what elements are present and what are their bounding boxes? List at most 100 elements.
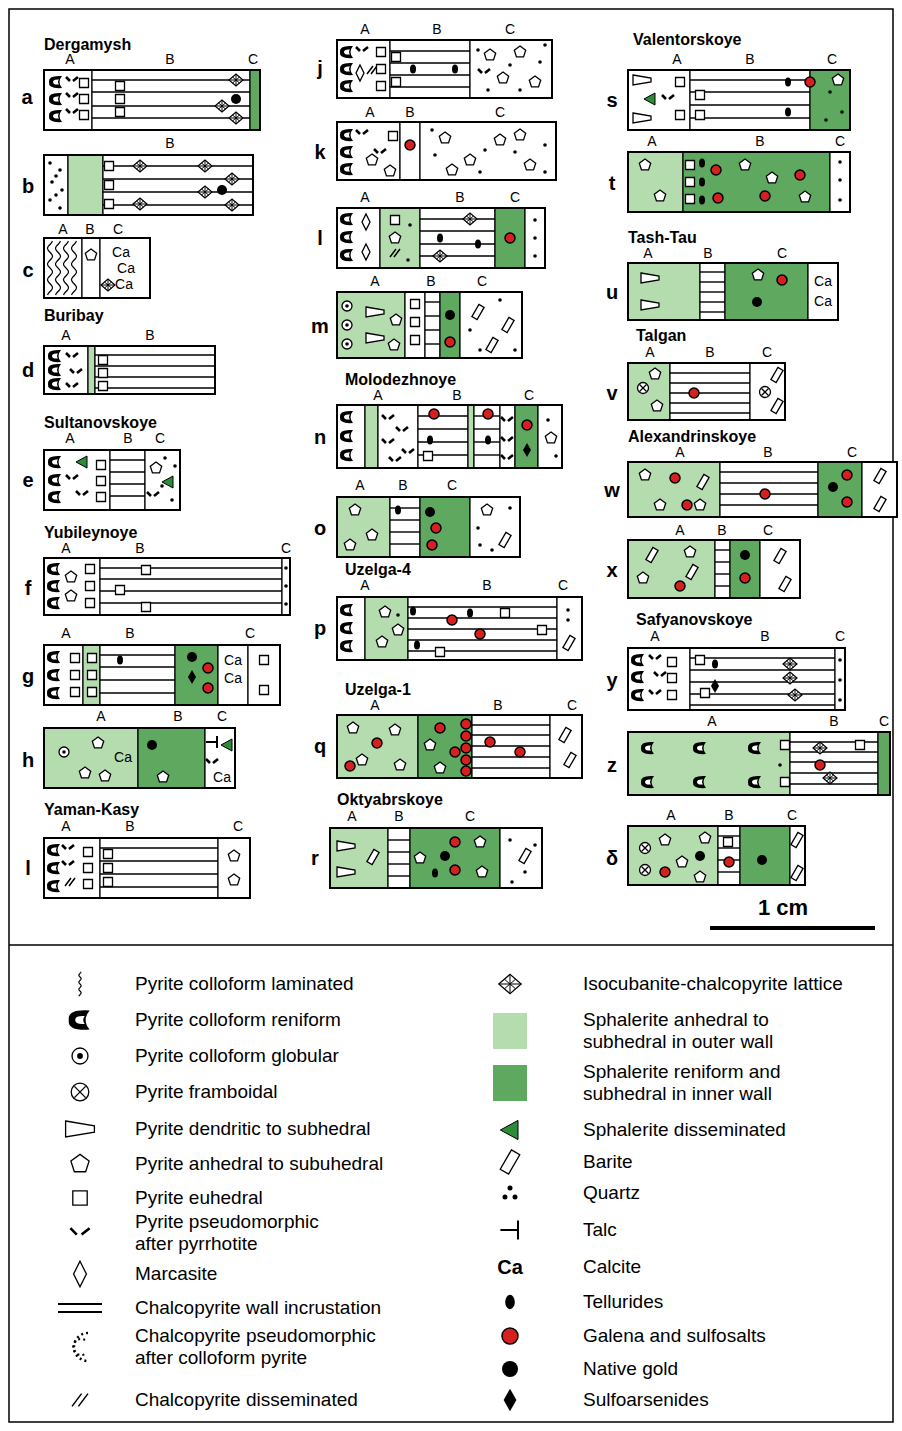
bar-mark-part xyxy=(791,832,803,847)
deposit-name: Uzelga-4 xyxy=(345,562,411,578)
gal-mark xyxy=(682,500,692,510)
qtz-mark-part xyxy=(533,843,537,847)
legend-text: Chalcopyrite wall incrustation xyxy=(135,1297,381,1319)
lat-mark xyxy=(198,186,212,198)
mineral-zone xyxy=(835,648,845,710)
mineral-zone xyxy=(282,558,290,615)
mineral-zone xyxy=(628,648,690,710)
euh-mark xyxy=(389,132,398,141)
chalcopyrite-layer xyxy=(472,767,550,768)
gal-mark-part xyxy=(485,737,495,747)
gal-mark xyxy=(713,193,723,203)
gold-mark-part xyxy=(217,185,227,195)
zone-letter: C xyxy=(787,808,797,822)
ren-mark xyxy=(340,640,353,652)
panel-letter: l xyxy=(25,858,31,878)
bar-mark-part xyxy=(791,865,803,880)
gal-mark xyxy=(461,766,471,776)
anh-mark xyxy=(651,400,662,411)
gal-mark-part xyxy=(461,719,471,729)
ren-mark xyxy=(47,651,60,663)
ren-mark xyxy=(48,350,61,362)
legend-text: Sphalerite disseminated xyxy=(583,1119,786,1141)
anh-mark xyxy=(379,606,390,617)
gal-mark-part xyxy=(445,337,455,347)
lat-mark-part xyxy=(198,186,212,198)
chalcopyrite-layer xyxy=(472,745,550,746)
chalcopyrite-layer xyxy=(690,669,835,670)
euh-mark xyxy=(116,586,125,595)
anh-mark-part xyxy=(654,190,665,201)
ren-mark-part xyxy=(53,113,59,118)
qtz-mark-part xyxy=(406,258,410,262)
lat-mark xyxy=(783,658,797,670)
anh-mark xyxy=(474,836,485,847)
qtz-mark-part xyxy=(58,206,62,210)
ren-mark-part xyxy=(645,745,651,750)
tel-mark xyxy=(410,607,416,616)
chimney-section xyxy=(337,208,545,268)
qtz-mark xyxy=(430,128,434,132)
sphd-mark-part xyxy=(76,456,87,468)
gal-mark-part xyxy=(842,470,852,480)
ren-mark-part xyxy=(344,166,350,171)
chalcopyrite-layer xyxy=(420,218,495,219)
euh-mark-part xyxy=(73,1191,87,1205)
qtz-mark-part xyxy=(518,88,522,92)
panel-letter: m xyxy=(311,316,329,336)
pso-mark-part xyxy=(649,690,661,694)
qtz-mark-part xyxy=(538,60,542,64)
legend-text: Isocubanite-chalcopyrite lattice xyxy=(583,973,843,995)
anh-mark-part xyxy=(392,624,403,635)
chalcopyrite-layer xyxy=(110,459,145,460)
ren-mark-part xyxy=(52,353,58,358)
qtz-mark-part xyxy=(510,880,514,884)
qtz-mark xyxy=(478,543,482,547)
chalcopyrite-layer xyxy=(100,567,282,568)
gal-mark-part xyxy=(777,275,787,285)
anh-mark-part xyxy=(752,269,763,280)
section-outline xyxy=(628,263,838,320)
pso-mark-part xyxy=(70,369,82,373)
chalcopyrite-layer xyxy=(715,573,730,574)
euh-mark xyxy=(88,654,97,663)
gal-mark xyxy=(842,470,852,480)
qtz3-mark-part xyxy=(513,1195,518,1200)
fra-mark-part xyxy=(642,845,649,852)
legend-text: Quartz xyxy=(583,1182,640,1204)
tel-mark xyxy=(414,641,420,650)
qtz3-mark-part xyxy=(508,1186,513,1191)
ren-mark-part xyxy=(47,651,60,663)
mineral-zone xyxy=(337,122,400,180)
chimney-section xyxy=(628,540,800,598)
cpp-mark xyxy=(73,1333,88,1361)
mineral-zone xyxy=(44,645,83,705)
anh-mark xyxy=(79,767,90,778)
qtz-mark-part xyxy=(483,148,487,152)
ren-mark-part xyxy=(49,93,62,105)
gold-mark xyxy=(695,851,705,861)
ren-mark-part xyxy=(340,46,353,58)
bar-mark xyxy=(791,832,803,847)
ren-mark xyxy=(631,671,644,683)
ren-mark-part xyxy=(344,216,350,221)
pso-mark xyxy=(356,47,368,51)
euh-mark xyxy=(377,48,386,57)
mineral-zone xyxy=(44,450,110,510)
anh-mark-part xyxy=(65,590,76,601)
gold-mark-part xyxy=(828,482,838,492)
ren-mark-part xyxy=(748,742,761,754)
section-outline xyxy=(628,540,800,598)
zone-letter: A xyxy=(675,445,684,459)
mineral-zone xyxy=(750,363,785,420)
anh-mark-part xyxy=(694,499,705,510)
anh-mark xyxy=(390,314,401,325)
chalcopyrite-layer xyxy=(425,343,440,344)
qtz-mark-part xyxy=(533,254,537,258)
euh-mark xyxy=(116,108,125,117)
lat-mark-part xyxy=(198,160,212,172)
gal-mark-part xyxy=(675,581,685,591)
ren-mark-part xyxy=(51,672,57,677)
deposit-name: Tash-Tau xyxy=(628,230,697,246)
bar-mark xyxy=(697,474,709,489)
